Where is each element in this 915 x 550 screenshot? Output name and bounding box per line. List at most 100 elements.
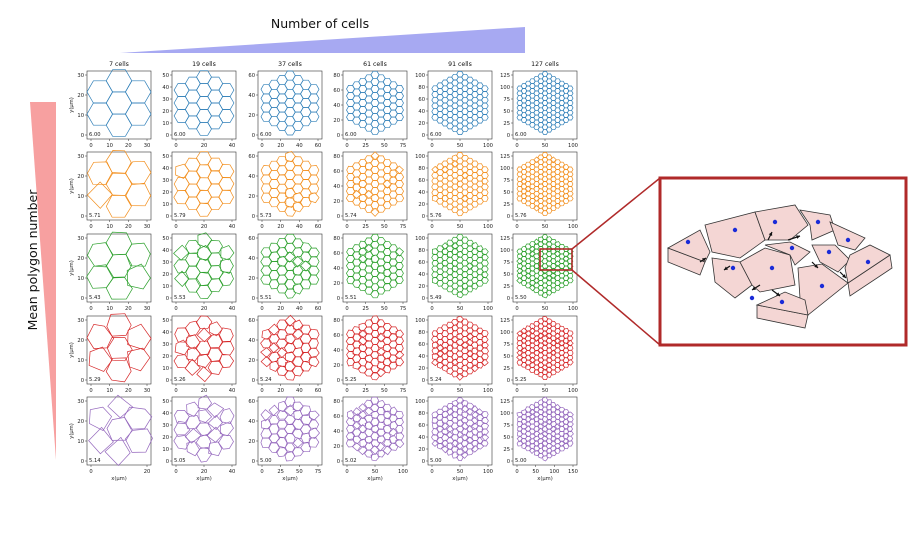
x-tick-label: 0 — [260, 143, 263, 149]
cell-polygon — [541, 234, 548, 240]
cell-polygon — [206, 402, 225, 419]
x-tick-label: 100 — [483, 143, 493, 149]
tessellation-0-1 — [173, 70, 235, 136]
x-tick-label: 20 — [125, 224, 132, 230]
x-tick-label: 25 — [362, 388, 369, 394]
cell-polygon — [198, 409, 213, 423]
y-tick-label: 0 — [337, 133, 340, 139]
tessellation-2-0 — [86, 231, 151, 300]
cell-polygon — [293, 192, 304, 204]
cell-polygon — [446, 430, 454, 439]
cell-polygon — [185, 320, 201, 337]
tessellation-0-3 — [346, 70, 404, 136]
cell-polygon — [359, 193, 368, 203]
zoom-connector-top — [571, 177, 661, 250]
y-tick-label: 20 — [248, 439, 255, 445]
y-tick-label: 40 — [418, 109, 425, 115]
cell-polygon — [88, 426, 114, 455]
y-tick-label: 25 — [503, 284, 510, 290]
cell-polygon — [186, 401, 201, 417]
cell-polygon — [481, 195, 489, 202]
subplot-frame — [171, 233, 237, 303]
cell-polygon — [451, 341, 460, 349]
cell-polygon — [436, 355, 444, 364]
x-tick-label: 10 — [106, 306, 113, 312]
cell-polygon — [358, 322, 368, 332]
cell-polygon — [284, 288, 297, 299]
x-tick-label: 60 — [315, 224, 322, 230]
y-tick-label: 20 — [162, 435, 169, 441]
y-tick-label: 60 — [248, 399, 255, 405]
cell-polygon — [196, 327, 212, 343]
cell-polygon — [524, 330, 532, 338]
y-tick-label: 40 — [248, 174, 255, 180]
x-tick-label: 0 — [430, 306, 433, 312]
x-tick-label: 0 — [345, 143, 348, 149]
y-tick-label: 40 — [162, 248, 169, 254]
y-tick-label: 0 — [81, 214, 84, 220]
cell-polygon — [105, 172, 133, 196]
cell-polygon — [299, 424, 312, 435]
cell-polygon — [105, 194, 132, 218]
cell-polygon — [441, 341, 450, 349]
cell-polygon — [542, 368, 548, 376]
cell-polygon — [173, 420, 191, 437]
cell-polygon — [284, 251, 296, 263]
cell-polygon — [550, 205, 557, 212]
y-tick-label: 20 — [418, 284, 425, 290]
mean-polygon-value: 6.00 — [174, 132, 186, 138]
side-label: Mean polygon number — [25, 189, 40, 331]
cell-polygon — [376, 441, 386, 452]
cell-polygon — [516, 267, 524, 275]
y-tick-label: 0 — [422, 133, 425, 139]
cell-polygon — [528, 347, 536, 353]
cell-polygon — [456, 315, 464, 323]
cell-polygon — [358, 329, 368, 339]
subplot-frame — [86, 396, 152, 466]
cell-polygon — [436, 361, 445, 369]
mean-polygon-value: 5.79 — [174, 213, 186, 219]
cell-polygon — [566, 114, 574, 121]
tessellation-1-1 — [173, 151, 235, 217]
y-tick-label: 30 — [77, 154, 84, 160]
cell-polygon — [470, 422, 479, 430]
x-tick-label: 100 — [549, 469, 559, 475]
x-tick-label: 0 — [174, 388, 177, 394]
cell-polygon — [395, 439, 405, 449]
x-tick-label: 100 — [483, 224, 493, 230]
cell-polygon — [260, 247, 273, 258]
x-tick-label: 0 — [174, 469, 177, 475]
motion-arrow-head — [752, 286, 756, 290]
cell-polygon — [431, 358, 439, 367]
y-tick-label: 0 — [422, 459, 425, 465]
tessellation-1-0 — [86, 150, 152, 218]
cell-polygon — [86, 181, 113, 209]
x-tick-label: 0 — [430, 469, 433, 475]
y-tick-label: 40 — [333, 429, 340, 435]
cell-polygon — [546, 289, 553, 296]
cell-polygon — [567, 359, 574, 366]
top-gradient-wedge — [120, 27, 525, 53]
cell-polygon — [480, 440, 489, 447]
cell-polygon — [442, 194, 449, 202]
y-tick-label: 50 — [503, 109, 510, 115]
tissue-cell — [811, 244, 851, 273]
cell-polygon — [516, 349, 524, 357]
cell-polygon — [525, 272, 532, 280]
y-tick-label: 10 — [162, 284, 169, 290]
x-axis-label: x(μm) — [367, 476, 382, 482]
cell-polygon — [441, 422, 449, 431]
y-tick-label: 100 — [415, 318, 425, 324]
cell-polygon — [184, 278, 202, 293]
y-tick-label: 0 — [507, 214, 510, 220]
x-tick-label: 30 — [144, 224, 151, 230]
y-tick-label: 100 — [415, 73, 425, 79]
cell-polygon — [461, 445, 469, 454]
tessellation-2-1 — [173, 232, 235, 299]
cell-polygon — [308, 338, 319, 349]
x-tick-label: 20 — [125, 143, 132, 149]
cell-polygon — [440, 445, 449, 454]
cell-polygon — [376, 361, 386, 370]
y-tick-label: 40 — [418, 435, 425, 441]
y-tick-label: 25 — [503, 447, 510, 453]
